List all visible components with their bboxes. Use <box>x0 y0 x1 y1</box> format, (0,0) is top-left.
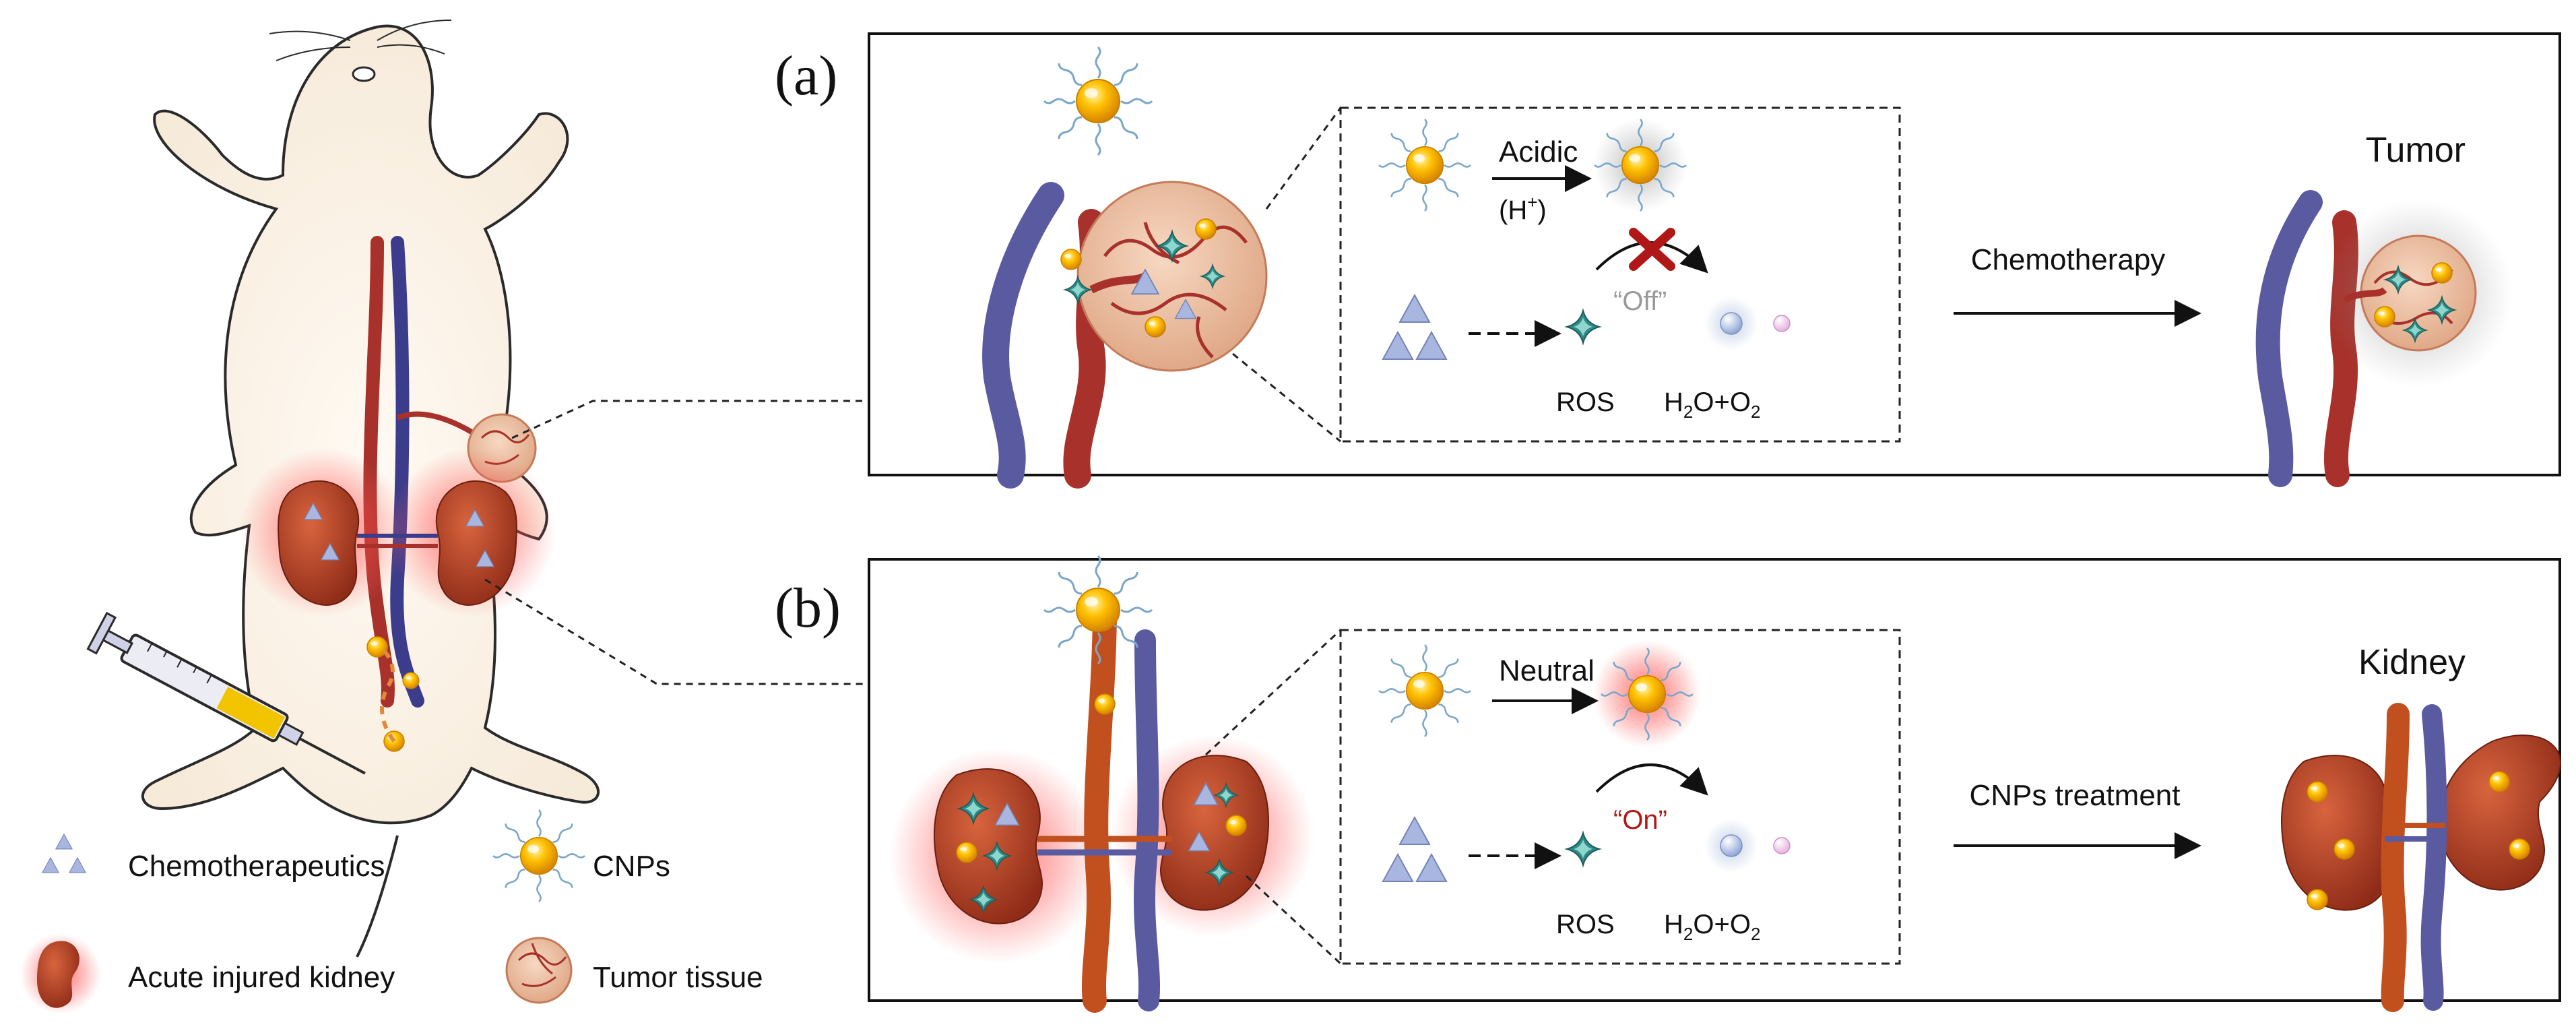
panel-a-title: Tumor <box>2366 131 2466 170</box>
panel-b-frame <box>868 558 2561 1002</box>
mouse-illustration <box>86 20 600 958</box>
connector-to-panel-b <box>484 578 869 685</box>
panel-a-cross-icon <box>1629 228 1675 271</box>
panel-b-ros-icon <box>1566 832 1600 866</box>
panel-a-frame <box>868 32 2561 476</box>
legend-cnp-label: CNPs <box>593 850 670 883</box>
panel-a-cnp-top <box>1043 46 1153 156</box>
panel-b-zoom-box <box>1339 629 1901 965</box>
panel-a-ros-label: ROS <box>1556 387 1615 417</box>
legend-kidney-label: Acute injured kidney <box>128 961 395 994</box>
panel-b-ros-label: ROS <box>1556 910 1615 939</box>
panel-a-outcome: Chemotherapy <box>1971 243 2166 276</box>
legend-chemo-icon <box>42 834 86 873</box>
panel-b-state: “On” <box>1613 805 1667 835</box>
panel-a-zoom-box <box>1339 106 1901 443</box>
legend-chemo-label: Chemotherapeutics <box>128 850 385 883</box>
panel-a-water-bubble <box>1720 312 1743 335</box>
panel-a-label: (a) <box>775 44 837 107</box>
panel-b-injured-kidneys <box>889 594 1314 1013</box>
panel-b-condition: Neutral <box>1499 654 1595 687</box>
panel-b-label: (b) <box>775 577 841 639</box>
legend-tumor-label: Tumor tissue <box>593 961 763 994</box>
panel-a-product: H2O+O2 <box>1664 387 1760 422</box>
legend-cnp-icon <box>492 809 586 903</box>
legend: Chemotherapeutics CNPs Acute injured kid… <box>20 809 763 1014</box>
panel-a-ros-icon <box>1566 310 1600 344</box>
panel-b-outcome: CNPs treatment <box>1970 779 2181 812</box>
panel-b-cnp-input <box>1378 644 1472 738</box>
panel-b-result-kidneys <box>2281 703 2561 1012</box>
legend-tumor-icon <box>505 937 573 1004</box>
panel-a-cnp-input <box>1378 118 1472 212</box>
panel-a-tumor-vessel <box>982 181 1268 489</box>
panel-a-oxygen-bubble <box>1773 315 1791 332</box>
panel-b-water-bubble <box>1720 834 1743 857</box>
panel-a-condition-sub: (H+) <box>1499 192 1547 225</box>
panel-a-drugs <box>1382 294 1447 360</box>
syringe-icon <box>86 611 366 775</box>
panel-a-condition: Acidic <box>1499 135 1578 168</box>
legend-kidney-icon <box>20 933 101 1014</box>
panel-b-oxygen-bubble <box>1773 837 1791 854</box>
panel-b-product: H2O+O2 <box>1664 910 1760 944</box>
panel-b-title: Kidney <box>2358 643 2466 682</box>
connector-to-panel-a <box>511 400 869 439</box>
panel-a-state: “Off” <box>1613 286 1667 316</box>
panel-a-result-tumor <box>2255 190 2513 487</box>
panel-b-drugs <box>1382 817 1447 882</box>
